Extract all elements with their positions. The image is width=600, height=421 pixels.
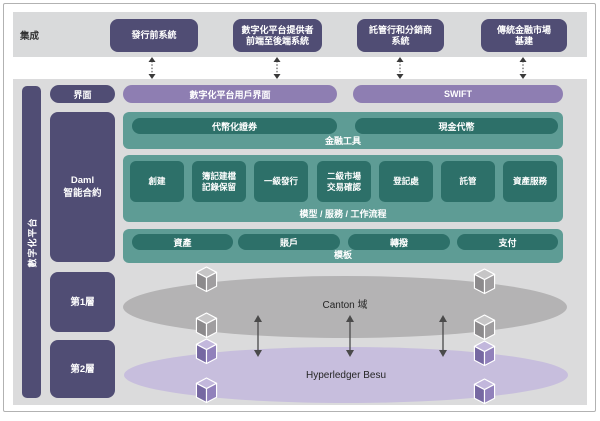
layer2-label-text: 第2層 <box>70 363 95 375</box>
model-item-label: 資產服務 <box>512 176 547 186</box>
system-box-label: 傳統金融市場 <box>496 24 551 35</box>
interface-bar-swift: SWIFT <box>353 85 563 103</box>
model-item-label: 記錄保留 <box>201 181 236 192</box>
fi-item-cash-tokens: 現金代幣 <box>355 118 558 134</box>
platform-sidebar: 數字化平台 <box>22 86 41 398</box>
fi-item-label: 代幣化證券 <box>211 121 257 132</box>
template-item-label: 賬戶 <box>279 237 298 248</box>
model-item-label: 創建 <box>148 176 166 186</box>
model-item-label: 一級發行 <box>263 176 298 186</box>
system-box-label: 前端至後端系統 <box>245 35 309 46</box>
row-label-text: 界面 <box>73 89 92 100</box>
fi-item-label: 現金代幣 <box>438 121 475 132</box>
system-box-platform-provider: 數字化平台提供者 前端至後端系統 <box>233 19 322 52</box>
model-item-secondary-confirmation: 二級市場 交易確認 <box>317 161 371 202</box>
platform-sidebar-label: 數字化平台 <box>27 216 38 268</box>
models-group-caption: 模型 / 服務 / 工作流程 <box>299 209 387 219</box>
model-item-label: 託管 <box>459 176 477 186</box>
solid-double-arrow-icon <box>439 315 447 357</box>
system-box-traditional-fmi: 傳統金融市場 基建 <box>481 19 567 52</box>
daml-label-line1: Daml <box>70 175 95 186</box>
page-border <box>3 3 596 412</box>
model-item-asset-services: 資產服務 <box>503 161 557 202</box>
cube-icon <box>195 312 218 339</box>
fi-item-tokenized-securities: 代幣化證券 <box>132 118 337 134</box>
system-box-custodian-distributor: 託管行和分銷商 系統 <box>357 19 444 52</box>
system-box-label: 託管行和分銷商 <box>368 24 432 35</box>
dotted-double-arrow-icon <box>519 57 527 79</box>
dotted-double-arrow-icon <box>273 57 281 79</box>
model-item-label: 交易確認 <box>326 181 361 192</box>
canton-domain-label: Canton 域 <box>322 299 368 311</box>
cube-icon <box>195 338 218 365</box>
model-item-primary-issuance: 一級發行 <box>254 161 308 202</box>
interface-bar-label: SWIFT <box>444 89 472 99</box>
layer1-label-text: 第1層 <box>70 296 95 308</box>
templates-group-caption: 模板 <box>333 250 352 260</box>
interface-bar-label: 數字化平台用戶界面 <box>189 89 271 100</box>
model-item-custody: 託管 <box>441 161 495 202</box>
daml-label-line2: 智能合約 <box>63 188 102 199</box>
dotted-double-arrow-icon <box>396 57 404 79</box>
cube-icon <box>195 266 218 293</box>
row-label-daml: Daml 智能合約 <box>50 112 115 262</box>
interface-bar-platform-ui: 數字化平台用戶界面 <box>123 85 337 103</box>
cube-icon <box>473 268 496 295</box>
fi-group-caption: 金融工具 <box>324 136 361 146</box>
row-label-layer1: 第1層 <box>50 272 115 332</box>
model-item-bookbuilding: 簿記建檔 記錄保留 <box>192 161 246 202</box>
financial-instruments-group: 代幣化證券 現金代幣 金融工具 <box>123 112 563 149</box>
model-item-label: 二級市場 <box>326 170 361 181</box>
row-label-layer2: 第2層 <box>50 340 115 398</box>
template-item-payments: 支付 <box>457 234 558 250</box>
model-item-label: 登記處 <box>393 176 419 186</box>
template-item-label: 資產 <box>173 237 192 248</box>
model-item-label: 簿記建檔 <box>201 170 236 181</box>
cube-icon <box>195 377 218 404</box>
templates-group: 資產 賬戶 轉撥 支付 模板 <box>123 229 563 263</box>
row-label-interface: 界面 <box>50 85 115 103</box>
models-group: 創建 簿記建檔 記錄保留 一級發行 二級市場 交易確認 登記處 託管 資產服務 … <box>123 155 563 222</box>
system-box-label: 發行前系統 <box>131 30 177 40</box>
system-box-label: 系統 <box>391 35 410 46</box>
solid-double-arrow-icon <box>254 315 262 357</box>
solid-double-arrow-icon <box>346 315 354 357</box>
template-item-label: 轉撥 <box>389 237 408 248</box>
dotted-double-arrow-icon <box>148 57 156 79</box>
template-item-transfers: 轉撥 <box>348 234 450 250</box>
system-box-label: 基建 <box>514 35 533 46</box>
cube-icon <box>473 340 496 367</box>
system-box-label: 數字化平台提供者 <box>241 24 314 35</box>
model-item-create: 創建 <box>130 161 184 202</box>
integration-label: 集成 <box>20 30 40 42</box>
cube-icon <box>473 314 496 341</box>
template-item-assets: 資產 <box>132 234 233 250</box>
hyperledger-besu-label: Hyperledger Besu <box>305 369 387 381</box>
system-box-pre-issuance: 發行前系統 <box>110 19 198 52</box>
cube-icon <box>473 378 496 405</box>
template-item-accounts: 賬戶 <box>238 234 340 250</box>
model-item-registry: 登記處 <box>379 161 433 202</box>
template-item-label: 支付 <box>498 237 517 248</box>
